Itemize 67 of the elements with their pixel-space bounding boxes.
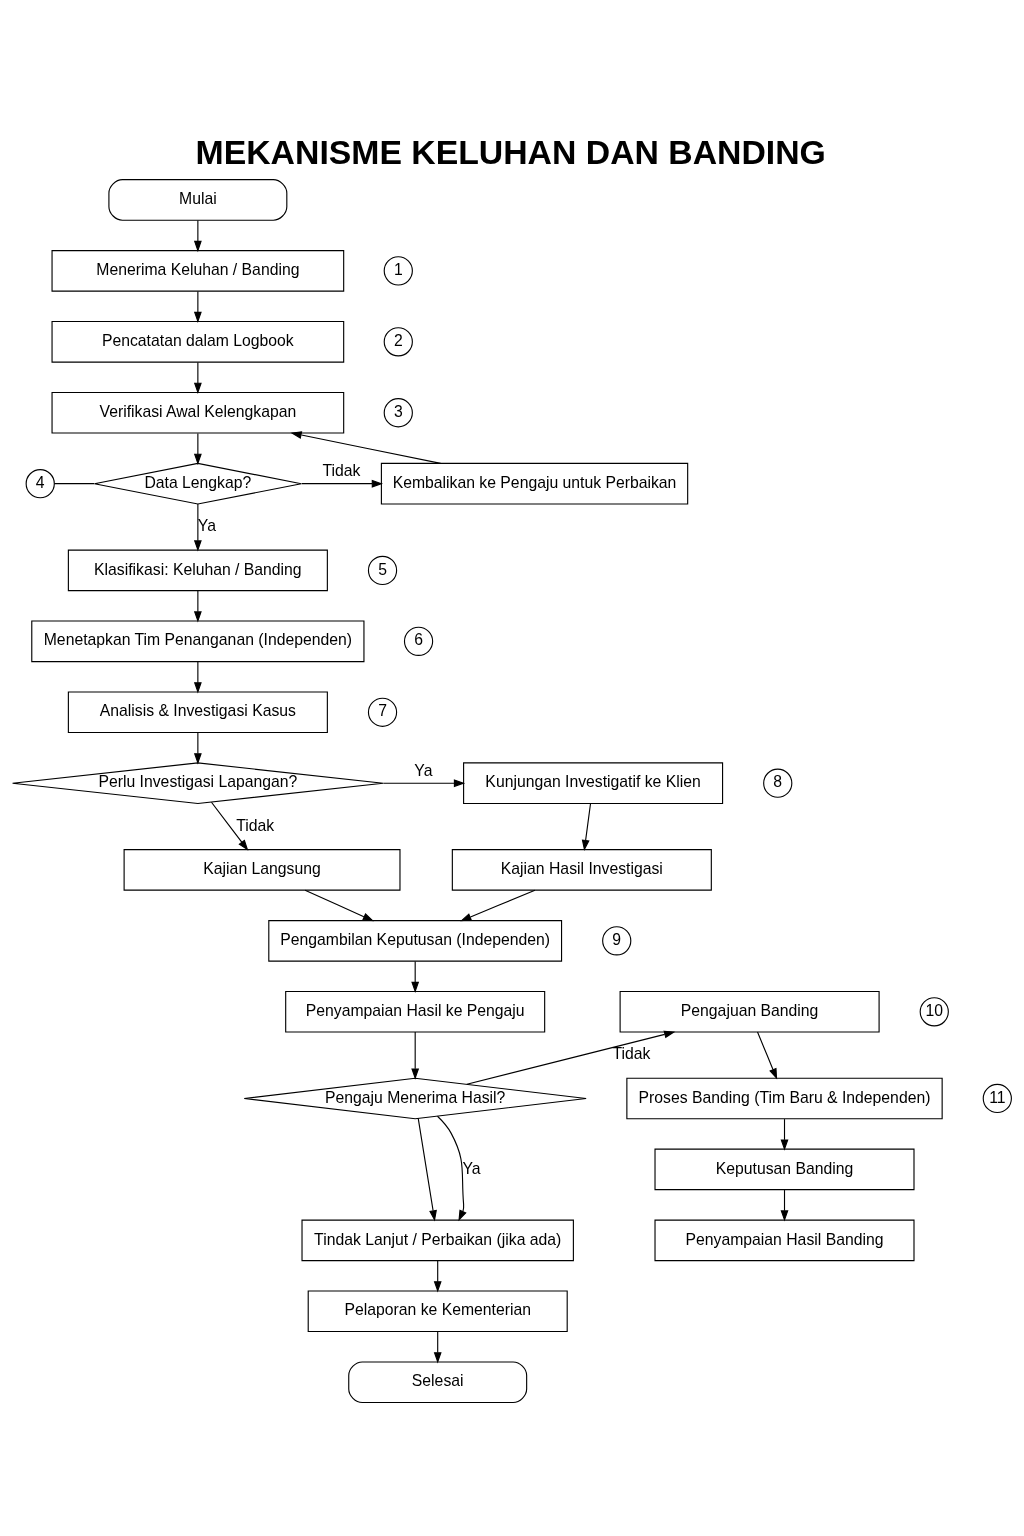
arrow [411, 1031, 420, 1080]
arrow [301, 479, 383, 488]
node-circle: 4 [25, 469, 55, 499]
arrow [193, 503, 202, 552]
node-diamond: Pengaju Menerima Hasil? [243, 1077, 587, 1120]
arrow [411, 960, 420, 994]
node-box: Menerima Keluhan / Banding [51, 250, 345, 292]
node-circle: 9 [602, 926, 632, 956]
arrow [193, 661, 202, 694]
node-box: Verifikasi Awal Kelengkapan [51, 391, 345, 434]
edge-label: Ya [462, 1159, 481, 1177]
node-box: Kembalikan ke Pengaju untuk Perbaikan [380, 462, 689, 505]
arrow [210, 801, 249, 851]
node-circle: 3 [383, 398, 413, 428]
edge-label: Tidak [236, 816, 275, 834]
arrow [466, 1030, 676, 1085]
node-box: Keputusan Banding [654, 1148, 915, 1191]
node-diamond: Perlu Investigasi Lapangan? [12, 762, 384, 805]
node-box: Klasifikasi: Keluhan / Banding [67, 549, 328, 592]
arrow [756, 1031, 778, 1080]
node-box: Analisis & Investigasi Kasus [67, 691, 328, 734]
arrow [193, 290, 202, 324]
arrow [304, 889, 374, 922]
arrow [290, 431, 442, 464]
node-diamond: Data Lengkap? [93, 462, 302, 505]
arrow [193, 220, 202, 253]
node-circle: 10 [919, 997, 949, 1027]
node-box: Pengajuan Banding [619, 990, 880, 1033]
arrow [433, 1331, 442, 1364]
node-circle: 8 [763, 768, 793, 798]
edge-label: Tidak [612, 1045, 651, 1063]
arrow [193, 732, 202, 765]
node-circle: 11 [982, 1083, 1012, 1114]
node-box: Penyampaian Hasil Banding [654, 1219, 915, 1262]
edge-label: Tidak [322, 462, 361, 480]
arrow [460, 889, 536, 922]
arrow [193, 432, 202, 465]
node-box: Pelaporan ke Kementerian [307, 1290, 568, 1333]
arrow [581, 802, 592, 852]
connector [53, 483, 95, 485]
node-box: Kajian Langsung [123, 849, 401, 891]
node-box: Pengambilan Keputusan (Independen) [268, 920, 563, 962]
node-box: Penyampaian Hasil ke Pengaju [285, 990, 546, 1033]
arrow [382, 779, 466, 788]
arrow [433, 1260, 442, 1293]
node-box: Menetapkan Tim Penanganan (Independen) [31, 620, 365, 663]
arrow [193, 361, 202, 394]
node-circle: 1 [383, 256, 413, 286]
edge-label: Ya [414, 761, 433, 779]
node-box: Selesai [348, 1361, 528, 1404]
node-box: Pencatatan dalam Logbook [51, 320, 345, 363]
arrow [193, 590, 202, 623]
node-box: Proses Banding (Tim Baru & Independen) [626, 1077, 943, 1120]
arrow [417, 1117, 437, 1222]
edge-label: Ya [197, 517, 216, 535]
arrow [436, 1115, 467, 1222]
node-box: Tindak Lanjut / Perbaikan (jika ada) [301, 1219, 574, 1262]
node-circle: 7 [367, 697, 398, 727]
diagram-title: MEKANISME KELUHAN DAN BANDING [195, 132, 826, 171]
node-box: Mulai [108, 179, 288, 221]
arrow [780, 1189, 789, 1222]
node-circle: 5 [367, 555, 398, 586]
node-circle: 2 [383, 327, 413, 357]
arrow [780, 1118, 789, 1151]
node-circle: 6 [403, 626, 434, 656]
node-box: Kajian Hasil Investigasi [451, 849, 712, 891]
node-box: Kunjungan Investigatif ke Klien [463, 762, 724, 805]
